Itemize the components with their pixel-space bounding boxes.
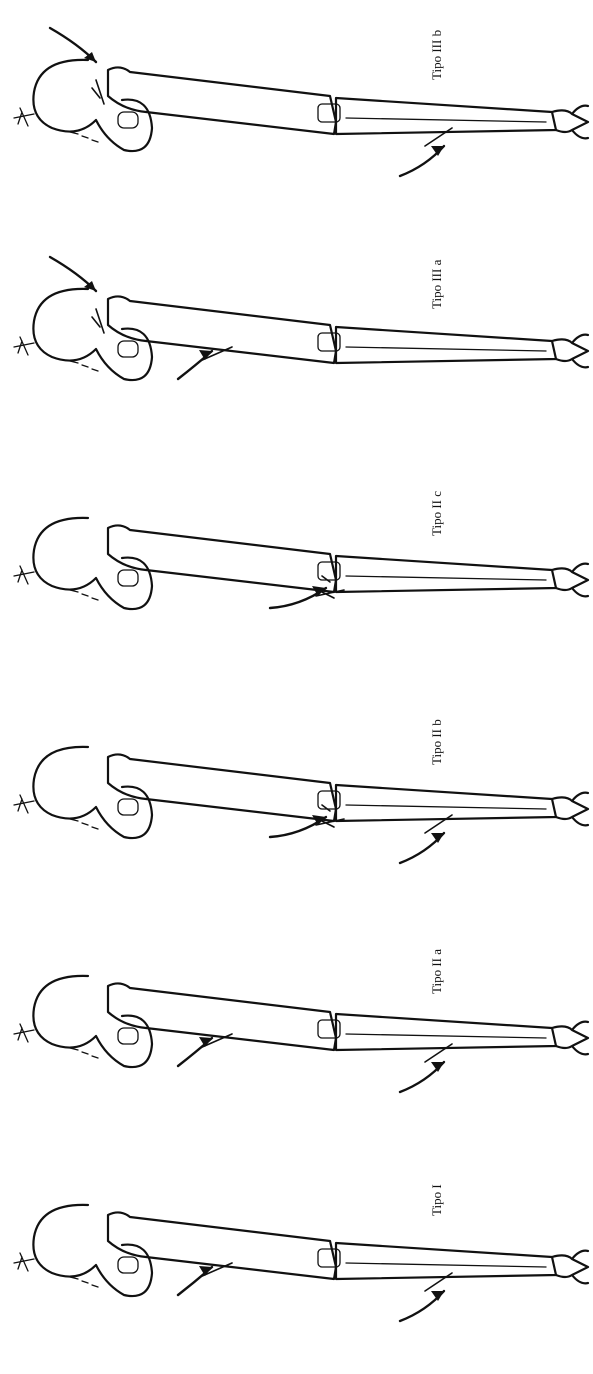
sacrum-dots (70, 819, 98, 829)
tibia-outline (336, 327, 556, 363)
tibia-outline (336, 98, 556, 134)
sacrum-dots (70, 132, 98, 142)
spine-stub (14, 566, 34, 584)
foot-outline (552, 335, 588, 368)
panel-tipo-i: Tipo I (0, 1145, 593, 1374)
panel-tipo-ii-b: Tipo II b (0, 687, 593, 916)
obturator-foramen (118, 1257, 138, 1273)
leg-drawing (0, 0, 593, 229)
fibula-line (346, 118, 546, 122)
tibia-arrowhead (431, 146, 444, 156)
tibia-fracture-line (425, 1273, 452, 1291)
fibula-line (346, 576, 546, 580)
tibia-arrowhead (431, 1062, 444, 1072)
tibia-outline (336, 556, 556, 592)
femur-outline (108, 1212, 336, 1279)
tibia-fracture-line (425, 815, 452, 833)
sacrum-dots (70, 361, 98, 371)
femur-outline (108, 525, 336, 592)
tibia-fracture-line (425, 1044, 452, 1062)
femur-arrowhead (199, 1266, 212, 1276)
foot-outline (552, 1251, 588, 1284)
hip-fracture-line (92, 80, 104, 104)
spine-stub (14, 795, 34, 813)
panel-tipo-iii-a: Tipo III a (0, 229, 593, 458)
femur-outline (108, 754, 336, 821)
sacrum-dots (70, 1048, 98, 1058)
obturator-foramen (118, 341, 138, 357)
tibia-outline (336, 785, 556, 821)
hip-fracture-line (92, 309, 104, 333)
fibula-line (346, 805, 546, 809)
obturator-foramen (118, 112, 138, 128)
leg-drawing (0, 916, 593, 1145)
panel-tipo-iii-b: Tipo III b (0, 0, 593, 229)
foot-outline (552, 564, 588, 597)
femur-outline (108, 983, 336, 1050)
panel-label: Tipo III a (430, 229, 444, 339)
foot-outline (552, 1022, 588, 1055)
panel-label: Tipo III b (430, 0, 444, 110)
obturator-foramen (118, 799, 138, 815)
leg-drawing (0, 458, 593, 687)
spine-stub (14, 1253, 34, 1271)
panel-tipo-ii-a: Tipo II a (0, 916, 593, 1145)
panel-label: Tipo I (430, 1145, 444, 1255)
spine-stub (14, 108, 34, 126)
spine-stub (14, 337, 34, 355)
sacrum-dots (70, 1277, 98, 1287)
fibula-line (346, 1034, 546, 1038)
tibia-outline (336, 1014, 556, 1050)
panel-label: Tipo II a (430, 916, 444, 1026)
panel-tipo-ii-c: Tipo II c (0, 458, 593, 687)
spine-stub (14, 1024, 34, 1042)
foot-outline (552, 793, 588, 826)
femur-arrowhead (199, 350, 212, 360)
leg-drawing (0, 687, 593, 916)
obturator-foramen (118, 1028, 138, 1044)
panel-label: Tipo II b (430, 687, 444, 797)
panel-label: Tipo II c (430, 458, 444, 568)
tibia-arrowhead (431, 833, 444, 843)
fibula-line (346, 1263, 546, 1267)
femur-arrowhead (199, 1037, 212, 1047)
femur-outline (108, 296, 336, 363)
leg-drawing (0, 229, 593, 458)
sacrum-dots (70, 590, 98, 600)
femur-outline (108, 67, 336, 134)
foot-outline (552, 106, 588, 139)
tibia-outline (336, 1243, 556, 1279)
tibia-arrowhead (431, 1291, 444, 1301)
obturator-foramen (118, 570, 138, 586)
leg-drawing (0, 1145, 593, 1374)
fibula-line (346, 347, 546, 351)
tibia-fracture-line (425, 128, 452, 146)
